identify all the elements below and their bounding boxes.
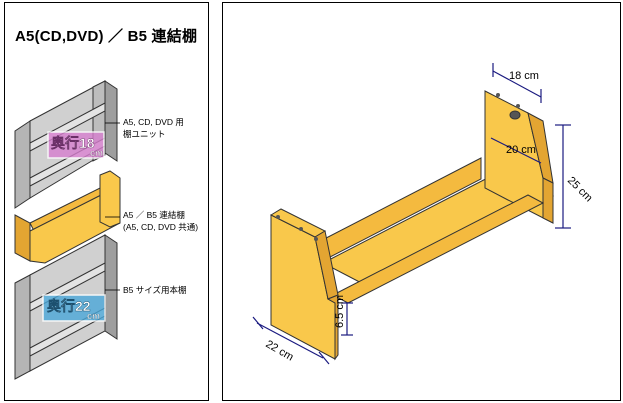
label-b5-unit: B5 サイズ用本棚 bbox=[123, 285, 187, 295]
depth18-unit: cm bbox=[90, 148, 103, 158]
connector-dimension-drawing: 18 cm 20 cm 25 cm 6.5 cm 22 cm bbox=[252, 63, 595, 365]
dim-length: 22 cm bbox=[264, 338, 296, 363]
connector-shelf bbox=[14, 170, 121, 264]
label-a5-unit: A5, CD, DVD 用 棚ユニット bbox=[123, 117, 184, 139]
dim-height: 25 cm bbox=[565, 175, 595, 205]
label-connector: A5 ／ B5 連結棚 (A5, CD, DVD 共通) bbox=[123, 210, 199, 232]
depth18-badge: 奥行18 cm bbox=[47, 131, 105, 159]
depth22-unit: cm bbox=[87, 311, 100, 321]
dim-front-height: 6.5 cm bbox=[334, 295, 346, 328]
page-title: A5(CD,DVD) ／ B5 連結棚 bbox=[15, 28, 198, 45]
depth22-badge: 奥行22 cm bbox=[42, 294, 106, 322]
dim-inner-width: 20 cm bbox=[506, 144, 536, 156]
right-panel: 18 cm 20 cm 25 cm 6.5 cm 22 cm bbox=[222, 2, 621, 401]
depth22-main: 奥行22 bbox=[47, 298, 91, 314]
depth18-main: 奥行18 bbox=[51, 135, 95, 151]
dim-depth: 18 cm bbox=[509, 70, 539, 82]
front-lip bbox=[331, 194, 545, 304]
dimension-lines bbox=[252, 63, 571, 365]
left-panel: A5(CD,DVD) ／ B5 連結棚 奥行18 cm bbox=[4, 2, 209, 401]
parts-illustration: 奥行18 cm 奥行22 cm bbox=[14, 80, 121, 380]
